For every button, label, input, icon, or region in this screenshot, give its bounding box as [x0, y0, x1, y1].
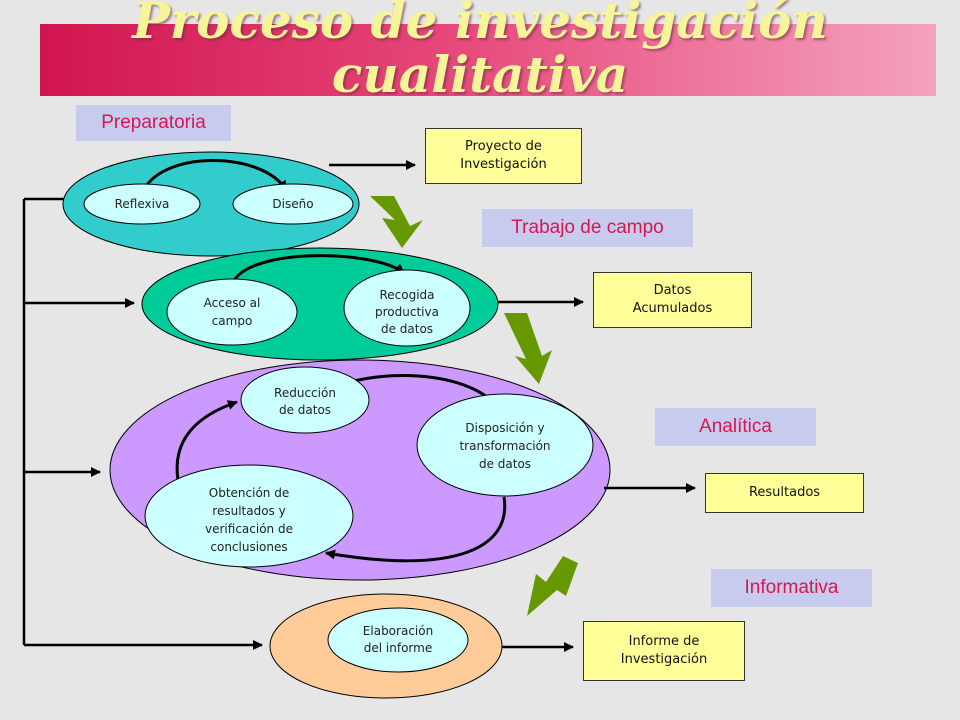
node-obtencion-line-4: conclusiones — [210, 540, 287, 554]
node-recogida-line-2: productiva — [375, 305, 439, 319]
stage-preparatoria — [62, 151, 360, 257]
phase-label-preparatoria: Preparatoria — [76, 105, 231, 141]
node-reduccion-de-datos: Reducción de datos — [240, 366, 370, 434]
title-banner — [40, 24, 936, 96]
transition-arrows — [370, 196, 578, 616]
node-disposicion-line-1: Disposición y — [465, 421, 544, 435]
node-recogida-line-3: de datos — [381, 322, 433, 336]
phase-label-informativa: Informativa — [711, 569, 872, 607]
node-disposicion-line-2: transformación — [459, 439, 550, 453]
node-elaboracion-del-informe: Elaboración del informe — [327, 607, 469, 673]
feedback-bus — [22, 197, 263, 650]
output-datos-acumulados: Datos Acumulados — [593, 272, 752, 328]
output-arrows — [329, 160, 696, 652]
node-reduccion-line-1: Reducción — [274, 386, 336, 400]
node-obtencion-line-1: Obtención de — [209, 486, 289, 500]
page-title: Proceso de investigación cualitativa — [132, 0, 828, 104]
node-recogida-line-1: Recogida — [379, 288, 434, 302]
transition-arrow-2 — [504, 313, 552, 384]
node-acceso-line-1: Acceso al — [204, 296, 261, 310]
phase-label-analitica: Analítica — [655, 408, 816, 446]
node-elaboracion-line-2: del informe — [364, 641, 432, 655]
node-obtencion-line-3: verificación de — [205, 522, 293, 536]
node-disposicion-y-transformacion: Disposición y transformación de datos — [416, 393, 594, 497]
phase-label-trabajo-de-campo: Trabajo de campo — [482, 209, 693, 247]
output-informe-de-investigacion: Informe de Investigación — [583, 621, 745, 681]
node-elaboracion-line-1: Elaboración — [363, 624, 433, 638]
node-recogida-productiva: Recogida productiva de datos — [343, 269, 471, 347]
node-diseno-label: Diseño — [272, 197, 313, 211]
node-acceso-line-2: campo — [212, 314, 253, 328]
node-diseno: Diseño — [232, 183, 354, 225]
node-disposicion-line-3: de datos — [479, 457, 531, 471]
node-obtencion-de-resultados: Obtención de resultados y verificación d… — [144, 464, 354, 568]
node-acceso-al-campo: Acceso al campo — [166, 278, 298, 346]
output-resultados: Resultados — [705, 473, 864, 513]
output-proyecto-de-investigacion: Proyecto de Investigación — [425, 128, 582, 184]
transition-arrow-3 — [527, 556, 578, 616]
node-reflexiva: Reflexiva — [83, 183, 201, 225]
node-reflexiva-label: Reflexiva — [115, 197, 170, 211]
node-reduccion-line-2: de datos — [279, 403, 331, 417]
transition-arrow-1 — [370, 196, 423, 248]
node-obtencion-line-2: resultados y — [212, 504, 285, 518]
